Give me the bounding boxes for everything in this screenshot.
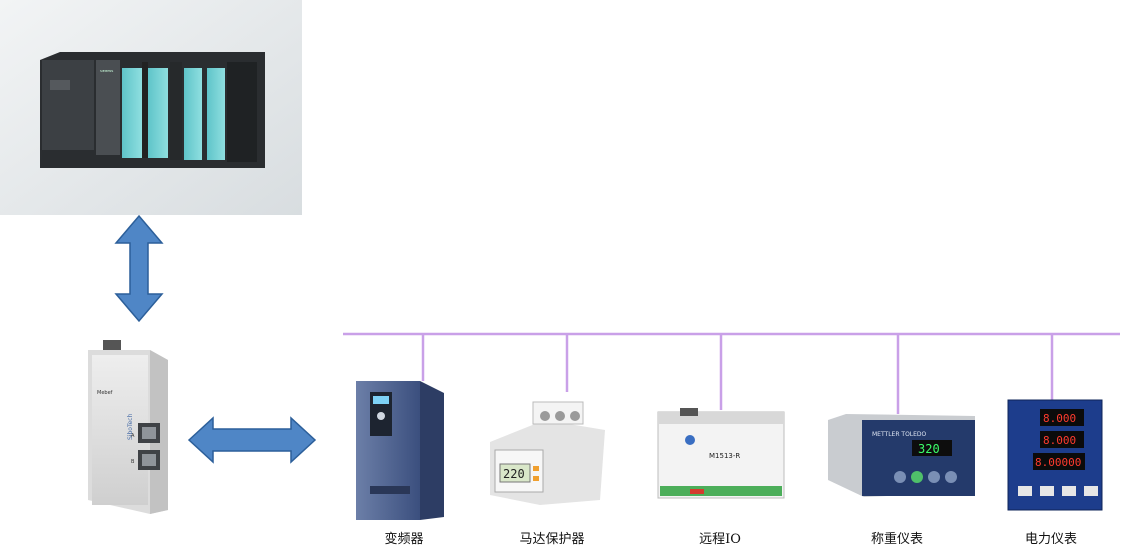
gateway-port-b-label: B [131, 459, 135, 465]
plc-io-module-1 [122, 68, 142, 158]
weighing-brand: METTLER TOLEDO [872, 431, 927, 438]
power-meter-row-2: 8.000 [1043, 434, 1076, 447]
power-meter-row-3: 8.00000 [1035, 456, 1081, 469]
plc-brand: SIEMENS [100, 69, 113, 73]
motor-protector-device: 220 [490, 401, 605, 505]
gateway-logo: SiboTech [127, 413, 134, 440]
plc-io-module-3 [184, 68, 202, 160]
remote-io-device: M1513-R [657, 408, 785, 499]
power-meter-label: 电力仪表 [1024, 532, 1078, 547]
vfd-label: 变频器 [384, 532, 424, 547]
plc-image: SIEMENS [0, 0, 302, 215]
motor-protector-label: 马达保护器 [519, 532, 585, 547]
plc-power-module [42, 60, 94, 150]
gateway-model-text: Mebef [97, 390, 113, 396]
remote-io-model: M1513-R [709, 452, 740, 460]
plc-cpu-module [96, 60, 120, 155]
remote-io-terminal-block [660, 486, 782, 496]
horizontal-double-arrow [187, 416, 317, 464]
motor-protector-display [499, 463, 531, 483]
gateway-port-a-label: A [131, 433, 135, 439]
plc-io-module-2 [148, 68, 168, 158]
motor-protector-display-value: 220 [503, 467, 525, 481]
plc-io-module-4 [207, 68, 225, 160]
gateway-device: Mebef SiboTech A B [88, 340, 168, 514]
weighing-indicator-device: METTLER TOLEDO 320 [828, 414, 975, 497]
weighing-front-panel [862, 420, 975, 496]
power-meter-device: 8.000 8.000 8.00000 [1007, 399, 1103, 511]
weighing-display-value: 320 [918, 442, 940, 456]
weighing-indicator-label: 称重仪表 [870, 532, 924, 547]
power-meter-row-1: 8.000 [1043, 412, 1076, 425]
vertical-double-arrow [114, 214, 164, 323]
remote-io-label: 远程IO [699, 532, 741, 547]
vfd-device [356, 381, 444, 520]
